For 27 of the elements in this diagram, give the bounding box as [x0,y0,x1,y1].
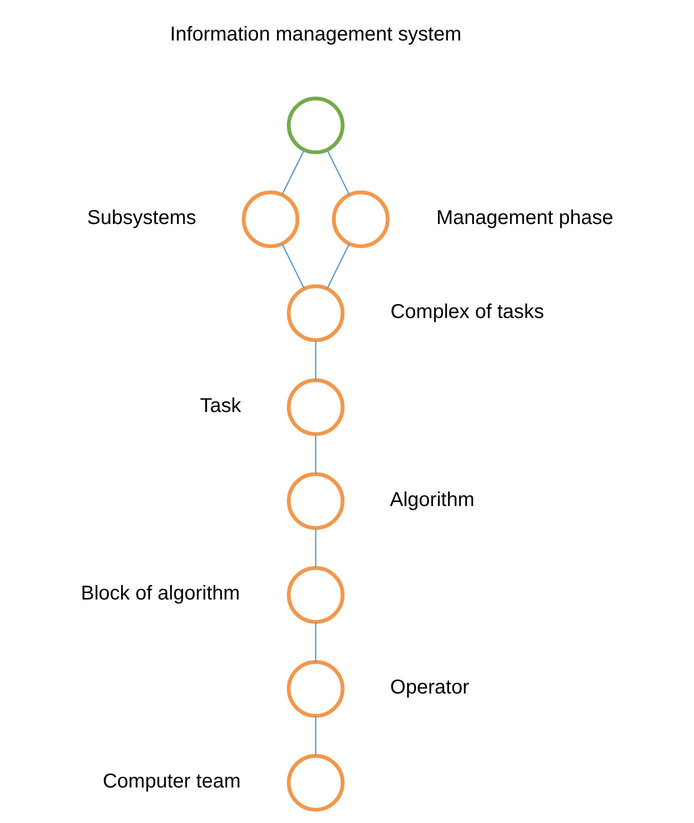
node-label: Information management system [170,24,462,46]
node-circle [286,378,344,436]
node-circle [286,96,344,154]
node-label: Block of algorithm [80,582,240,605]
connector [315,340,316,380]
node-label: Task [200,394,242,417]
connector [326,244,350,290]
node-circle [286,284,344,342]
node-label: Management phase [436,207,614,230]
node-circle [286,660,344,718]
node-label: Algorithm [390,488,474,511]
node-label: Operator [390,676,470,699]
node-circle [286,754,344,812]
node-label: Computer team [102,770,241,793]
connector [326,150,350,196]
node-circle [332,190,390,248]
node-circle [242,190,300,248]
node-circle [286,472,344,530]
connector [315,622,316,662]
node-label: Subsystems [87,207,196,230]
connector [315,528,316,568]
connector [281,150,305,196]
node-label: Complex of tasks [390,300,544,323]
connector [315,716,316,756]
connector [315,434,316,474]
node-circle [286,566,344,624]
connector [282,244,305,290]
